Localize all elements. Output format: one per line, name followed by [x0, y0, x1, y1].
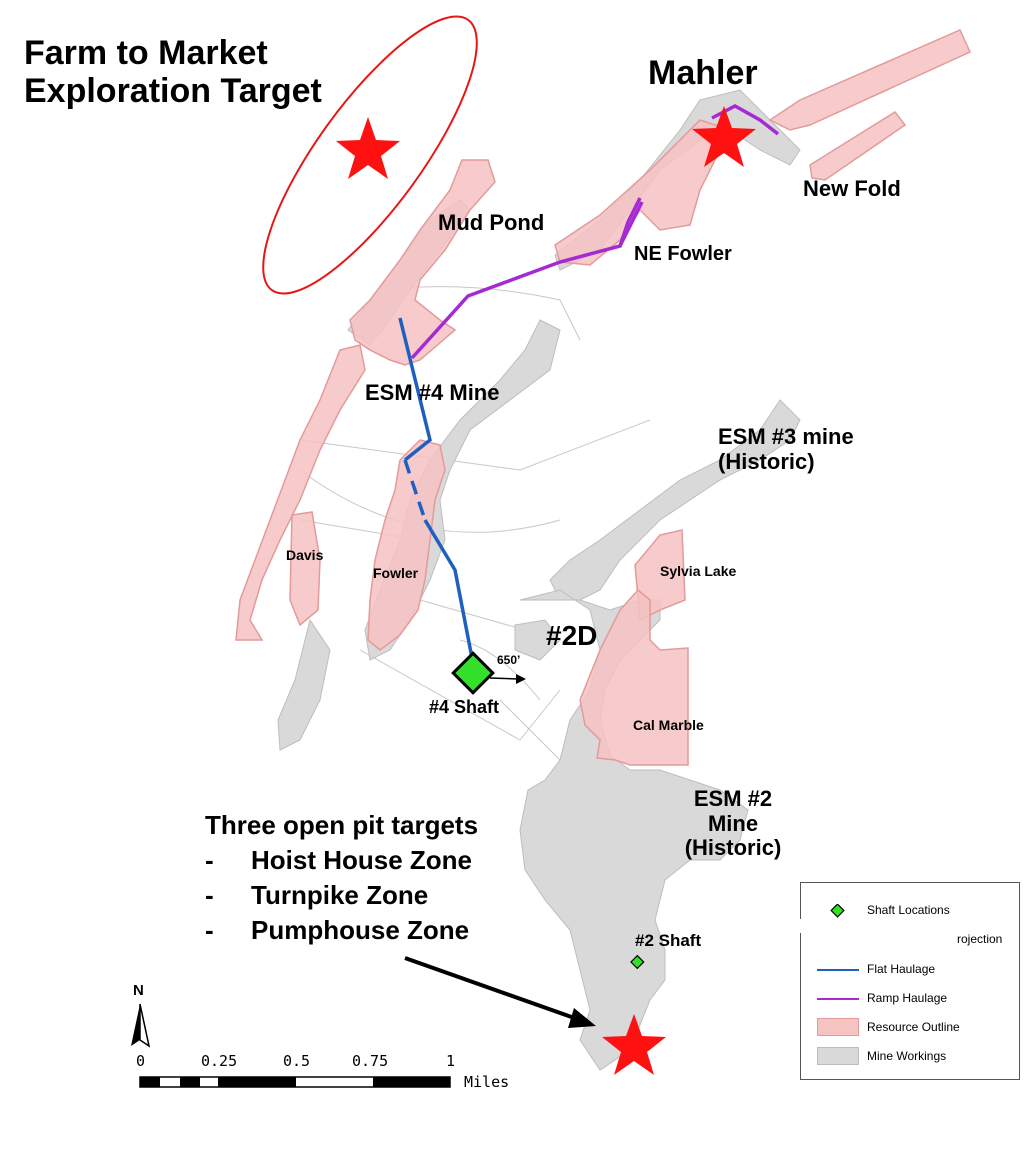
bullet-dash: - — [205, 845, 214, 875]
flat-haulage-line-icon — [817, 969, 859, 971]
target-star-farm-to-market — [336, 117, 400, 179]
legend-label-workings: Mine Workings — [867, 1049, 947, 1063]
legend-item-ramp: Ramp Haulage — [801, 986, 1019, 1010]
bullet-dash: - — [205, 880, 214, 910]
resource-swatch-icon — [817, 1018, 859, 1036]
legend-item-resource: Resource Outline — [801, 1015, 1019, 1039]
label-esm4-mine: ESM #4 Mine — [365, 380, 500, 405]
resource-davis — [289, 511, 321, 627]
direction-arrow-650 — [489, 674, 526, 684]
legend-label-resource: Resource Outline — [867, 1020, 960, 1034]
label-2d: #2D — [546, 620, 598, 651]
legend-mask — [799, 919, 955, 933]
shaft-marker-icon — [830, 904, 845, 918]
title-line-2: Exploration Target — [24, 72, 322, 111]
esm2-line-2: Mine — [707, 810, 759, 836]
label-esm3-mine: ESM #3 mine (Historic) — [718, 424, 854, 474]
resource-fowler — [367, 439, 446, 651]
resource-mahler-northeast — [768, 29, 971, 131]
ramp-haulage-line-icon — [817, 998, 859, 1000]
legend-item-workings: Mine Workings — [801, 1044, 1019, 1068]
resource-ne-fowler — [554, 119, 732, 266]
north-arrow — [131, 1003, 151, 1048]
target-item-label: Turnpike Zone — [251, 880, 429, 910]
label-shaft-2: #2 Shaft — [635, 931, 702, 950]
legend-item-flat: Flat Haulage — [801, 957, 1019, 981]
label-mahler: Mahler — [648, 54, 758, 92]
legend-item-projection: rojection — [801, 927, 1019, 951]
legend-label-projection: rojection — [957, 932, 1003, 946]
scale-tick-05: 0.5 — [283, 1052, 311, 1070]
legend-item-shaft: Shaft Locations — [801, 898, 1019, 922]
shaft-4-marker — [451, 651, 495, 695]
scale-tick-0: 0 — [136, 1052, 146, 1070]
label-new-fold: New Fold — [803, 176, 901, 201]
resource-davis-west — [235, 344, 366, 641]
target-stars — [336, 106, 756, 1075]
farm-to-market-ellipse — [262, 15, 478, 295]
bullet-dash: - — [205, 915, 214, 945]
targets-heading: Three open pit targets — [205, 810, 479, 840]
label-650-ft: 650’ — [497, 653, 521, 667]
legend-label-shaft: Shaft Locations — [867, 903, 950, 917]
shaft-2-marker — [630, 954, 645, 970]
target-item-label: Pumphouse Zone — [251, 915, 470, 945]
label-davis: Davis — [286, 547, 324, 563]
legend-label-ramp: Ramp Haulage — [867, 991, 948, 1005]
esm3-line-2: (Historic) — [718, 448, 815, 474]
label-shaft-4: #4 Shaft — [429, 697, 500, 717]
resource-mud-pond — [349, 159, 496, 366]
target-item: - Pumphouse Zone — [205, 913, 478, 948]
target-item: - Hoist House Zone — [205, 843, 478, 878]
scale-unit: Miles — [464, 1073, 510, 1091]
flat-haulage — [398, 317, 474, 659]
label-sylvia-lake: Sylvia Lake — [660, 563, 737, 579]
esm3-line-1: ESM #3 mine — [718, 424, 854, 449]
scale-bar — [139, 1076, 451, 1088]
resource-cal-marble — [579, 588, 689, 766]
target-item-label: Hoist House Zone — [251, 845, 473, 875]
label-fowler: Fowler — [373, 565, 419, 581]
pointer-arrow — [404, 956, 596, 1028]
scale-tick-075: 0.75 — [352, 1052, 389, 1070]
resource-new-fold — [809, 111, 907, 181]
map-title: Farm to Market Exploration Target — [24, 34, 322, 110]
workings-swatch-icon — [817, 1047, 859, 1065]
esm2-line-1: ESM #2 — [693, 786, 773, 811]
esm2-line-3: (Historic) — [684, 835, 782, 861]
target-star-pumphouse — [602, 1014, 666, 1075]
open-pit-targets: Three open pit targets - Hoist House Zone… — [205, 808, 478, 948]
legend-label-flat: Flat Haulage — [867, 962, 936, 976]
north-label: N — [133, 982, 144, 999]
resource-outlines — [235, 29, 971, 766]
map-legend: Shaft Locations rojection Flat Haulage R… — [799, 882, 1020, 1080]
target-star-mahler — [692, 106, 756, 167]
title-line-1: Farm to Market — [24, 34, 268, 72]
scale-tick-025: 0.25 — [201, 1052, 238, 1070]
scale-tick-1: 1 — [446, 1052, 456, 1070]
target-item: - Turnpike Zone — [205, 878, 478, 913]
label-cal-marble: Cal Marble — [633, 717, 704, 733]
label-ne-fowler: NE Fowler — [634, 243, 732, 265]
label-mud-pond: Mud Pond — [438, 210, 545, 235]
label-esm2-mine: ESM #2 Mine (Historic) — [672, 786, 794, 861]
